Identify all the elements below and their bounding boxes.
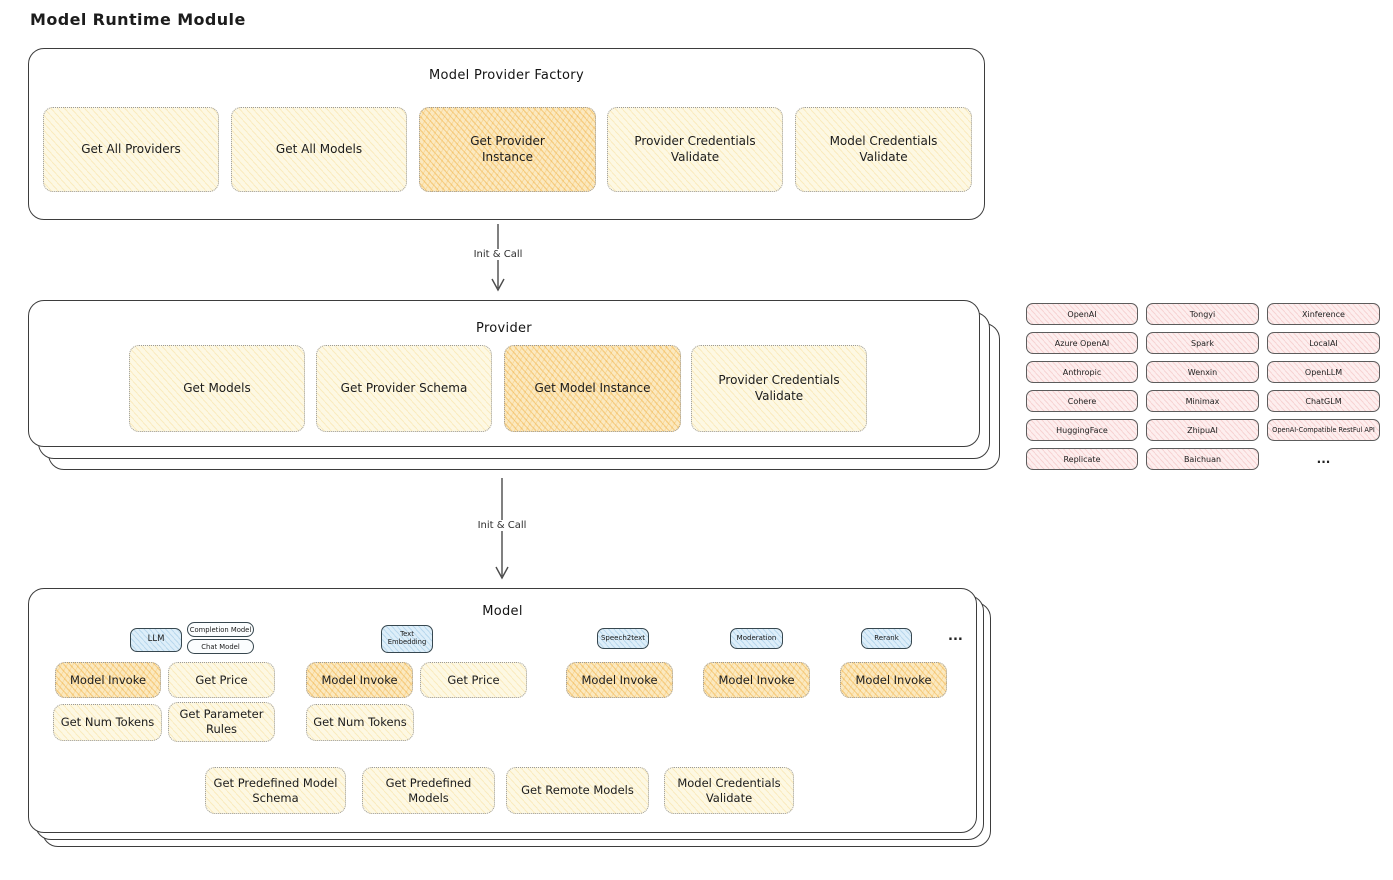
llm-model-invoke: Model Invoke [55, 662, 161, 698]
tab-chat-model: Chat Model [187, 639, 254, 654]
rerank-model-invoke: Model Invoke [840, 662, 947, 698]
provider-pill-openai: OpenAI [1026, 303, 1138, 325]
factory-node-provider-credentials-validate: Provider Credentials Validate [607, 107, 783, 192]
moderation-model-invoke: Model Invoke [703, 662, 810, 698]
provider-pill-zhipuai: ZhipuAI [1146, 419, 1259, 441]
provider-pill-openai-compatible-restful-api: OpenAI-Compatible RestFul API [1267, 419, 1380, 441]
provider-node-label: Provider Credentials Validate [718, 372, 840, 403]
model-node-get-predefined-model-schema: Get Predefined Model Schema [205, 767, 346, 814]
llm-get-num-tokens: Get Num Tokens [53, 704, 162, 741]
text-embedding-get-price: Get Price [420, 662, 527, 698]
factory-node-label: Get All Models [275, 141, 363, 156]
node-label: Model Invoke [855, 672, 932, 687]
model-node-model-credentials-validate: Model Credentials Validate [664, 767, 794, 814]
node-label: Get Predefined Model Schema [213, 775, 338, 805]
provider-node-get-model-instance: Get Model Instance [504, 345, 681, 432]
node-label: Get Predefined Models [385, 775, 472, 805]
tabs-ellipsis: ... [948, 629, 963, 644]
tab-completion-model: Completion Model [187, 622, 254, 637]
node-label: Get Price [447, 672, 500, 687]
provider-pill-chatglm: ChatGLM [1267, 390, 1380, 412]
factory-node-label: Get Provider Instance [470, 133, 545, 164]
speech2text-model-invoke: Model Invoke [566, 662, 673, 698]
provider-pill-openllm: OpenLLM [1267, 361, 1380, 383]
node-label: Get Num Tokens [60, 715, 155, 730]
llm-get-parameter-rules: Get Parameter Rules [168, 702, 275, 742]
provider-node-get-models: Get Models [129, 345, 305, 432]
arrow1-label: Init & Call [460, 249, 536, 260]
node-label: Get Price [195, 672, 248, 687]
provider-list-ellipsis: ... [1316, 452, 1331, 466]
factory-node-label: Get All Providers [81, 141, 181, 156]
provider-pill-wenxin: Wenxin [1146, 361, 1259, 383]
model-node-get-predefined-models: Get Predefined Models [362, 767, 495, 814]
provider-pill-replicate: Replicate [1026, 448, 1138, 470]
arrow2-label: Init & Call [464, 520, 540, 531]
node-label: Model Invoke [718, 672, 795, 687]
provider-pill-minimax: Minimax [1146, 390, 1259, 412]
tab-text-embedding: Text Embedding [381, 625, 433, 653]
provider-pill-anthropic: Anthropic [1026, 361, 1138, 383]
text-embedding-model-invoke: Model Invoke [306, 662, 413, 698]
provider-pill-xinference: Xinference [1267, 303, 1380, 325]
provider-node-label: Get Provider Schema [340, 380, 468, 395]
tab-speech2text: Speech2text [597, 628, 649, 649]
node-label: Get Num Tokens [313, 715, 407, 730]
provider-pill-spark: Spark [1146, 332, 1259, 354]
provider-pill-tongyi: Tongyi [1146, 303, 1259, 325]
provider-list: OpenAI Tongyi Xinference Azure OpenAI Sp… [1026, 303, 1380, 470]
provider-pill-cohere: Cohere [1026, 390, 1138, 412]
factory-node-label: Model Credentials Validate [829, 133, 938, 164]
model-title: Model [482, 604, 523, 619]
provider-node-label: Get Model Instance [534, 380, 651, 395]
provider-node-provider-credentials-validate: Provider Credentials Validate [691, 345, 867, 432]
provider-pill-azure-openai: Azure OpenAI [1026, 332, 1138, 354]
node-label: Get Parameter Rules [179, 707, 264, 736]
provider-node-label: Get Models [183, 380, 251, 395]
tab-moderation: Moderation [730, 628, 783, 649]
factory-node-get-all-providers: Get All Providers [43, 107, 219, 192]
node-label: Model Invoke [581, 672, 658, 687]
factory-node-get-all-models: Get All Models [231, 107, 407, 192]
node-label: Model Invoke [69, 672, 147, 687]
node-label: Model Credentials Validate [677, 775, 781, 805]
provider-pill-localai: LocalAI [1267, 332, 1380, 354]
llm-get-price: Get Price [168, 662, 275, 698]
provider-pill-baichuan: Baichuan [1146, 448, 1259, 470]
provider-title: Provider [476, 321, 532, 336]
factory-node-label: Provider Credentials Validate [634, 133, 756, 164]
tab-rerank: Rerank [861, 628, 912, 649]
factory-title: Model Provider Factory [429, 68, 584, 83]
factory-node-get-provider-instance: Get Provider Instance [419, 107, 596, 192]
text-embedding-get-num-tokens: Get Num Tokens [306, 704, 414, 741]
tab-llm: LLM [130, 628, 182, 652]
model-node-get-remote-models: Get Remote Models [506, 767, 649, 814]
provider-node-get-provider-schema: Get Provider Schema [316, 345, 492, 432]
provider-pill-huggingface: HuggingFace [1026, 419, 1138, 441]
node-label: Get Remote Models [521, 783, 634, 798]
page-title: Model Runtime Module [30, 10, 246, 29]
factory-node-model-credentials-validate: Model Credentials Validate [795, 107, 972, 192]
node-label: Model Invoke [321, 672, 398, 687]
